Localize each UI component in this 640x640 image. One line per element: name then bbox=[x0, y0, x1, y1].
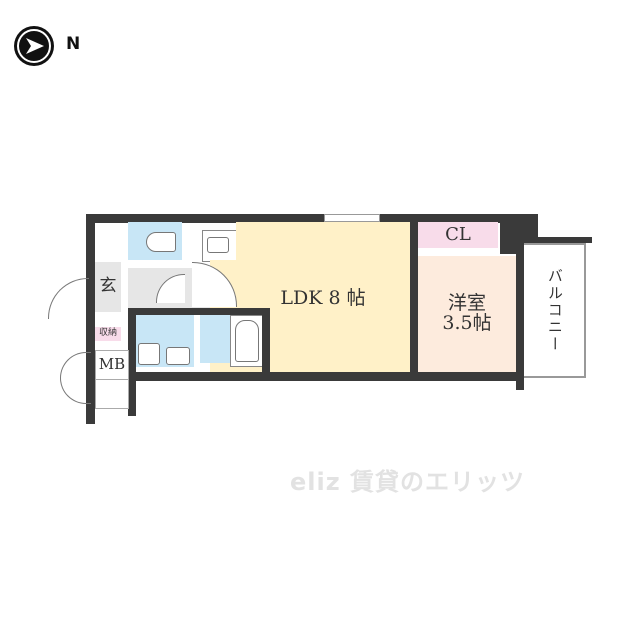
ldk-label: LDK 8 帖 bbox=[280, 287, 366, 310]
toilet-icon bbox=[146, 232, 176, 252]
meter-box: MB bbox=[95, 350, 129, 380]
wall-top bbox=[86, 214, 538, 223]
closet-label: CL bbox=[445, 223, 471, 245]
stove-icon bbox=[207, 237, 229, 253]
wall-bath bbox=[262, 308, 270, 378]
bathroom bbox=[200, 315, 230, 363]
western-room-size: 3.5帖 bbox=[442, 312, 492, 334]
washroom bbox=[136, 315, 194, 367]
wall-right bbox=[516, 254, 524, 390]
wall-lower-left bbox=[128, 308, 136, 416]
washing-machine-icon bbox=[138, 343, 160, 365]
balcony-label: バルコニー bbox=[545, 268, 564, 353]
front-door-icon[interactable] bbox=[48, 278, 89, 319]
toilet-room bbox=[128, 222, 182, 260]
window-top bbox=[324, 214, 380, 222]
wall-bottom bbox=[128, 372, 520, 381]
balcony: バルコニー bbox=[524, 243, 586, 378]
wall-balcony-top bbox=[538, 237, 592, 243]
storage: 収納 bbox=[95, 327, 121, 341]
mb-door-icon[interactable] bbox=[60, 352, 91, 404]
bathtub-area bbox=[230, 315, 264, 367]
entrance-label: 玄 bbox=[99, 276, 117, 297]
entrance: 玄 bbox=[95, 262, 121, 312]
north-label: N bbox=[66, 34, 81, 54]
room-ldk-ext bbox=[292, 222, 410, 262]
storage-label: 収納 bbox=[98, 328, 117, 339]
wall-left bbox=[86, 214, 95, 424]
door-swing-icon bbox=[156, 274, 185, 303]
watermark-logo: eliz 賃貸のエリッツ bbox=[290, 468, 526, 496]
closet: CL bbox=[418, 222, 498, 248]
bathtub-icon bbox=[235, 320, 259, 362]
compass-north-arrow-icon bbox=[14, 26, 54, 66]
western-room-label: 洋室 bbox=[447, 292, 486, 315]
meter-box-label: MB bbox=[98, 355, 126, 374]
wall-wash-top bbox=[128, 308, 270, 315]
washbasin-icon bbox=[166, 347, 190, 365]
room-western: 洋室 3.5帖 bbox=[418, 256, 516, 372]
mb-lower bbox=[95, 379, 129, 409]
wall-partition-ldk bbox=[410, 214, 418, 380]
